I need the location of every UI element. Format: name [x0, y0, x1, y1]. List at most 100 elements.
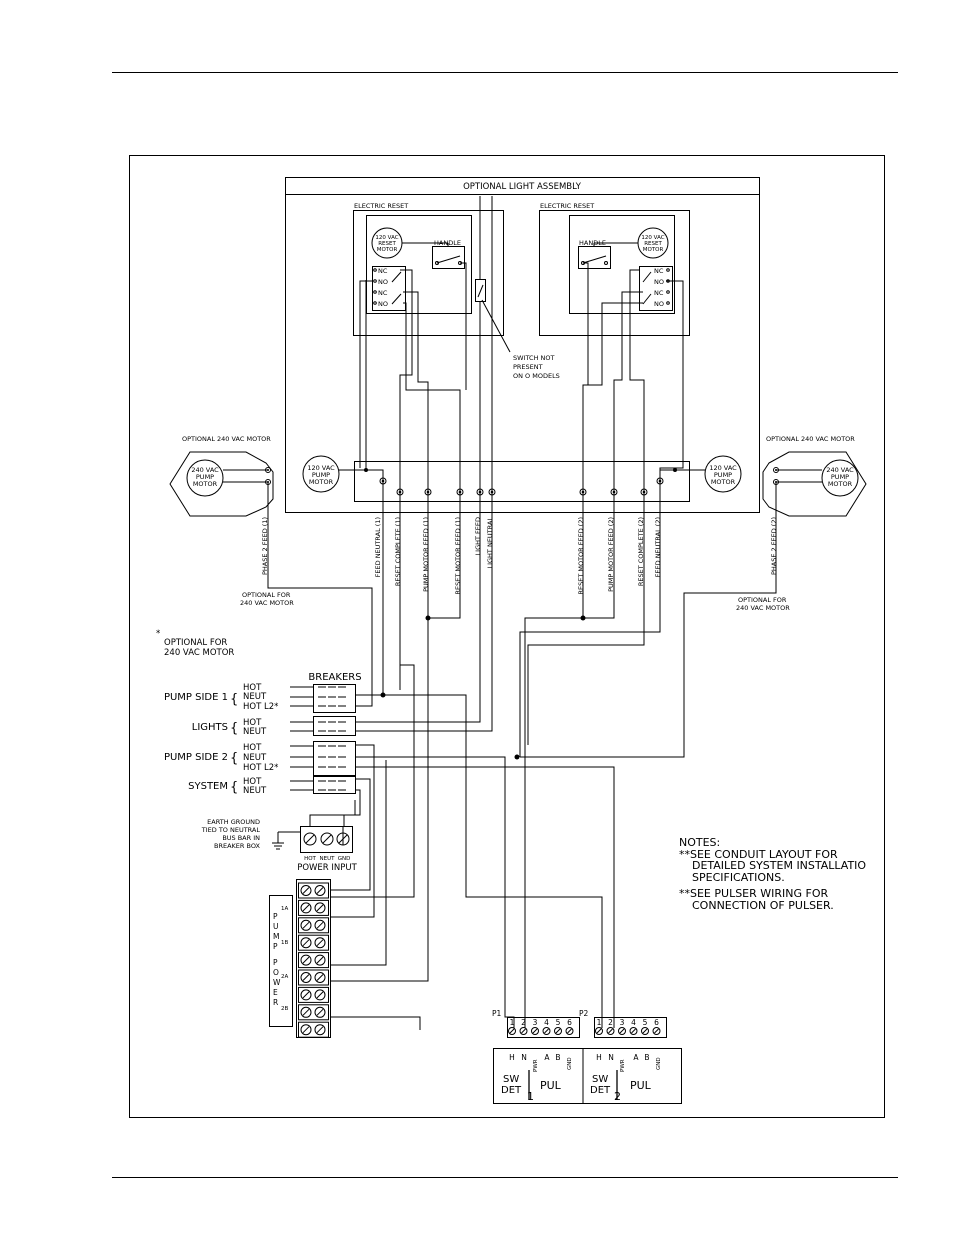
svg-text:PWR: PWR — [620, 1059, 626, 1072]
handle-switch-left — [432, 246, 465, 269]
group-lights: LIGHTS — [192, 722, 228, 733]
feed-label: LIGHT NEUTRAL — [486, 517, 494, 569]
svg-text:GND: GND — [338, 856, 351, 862]
svg-text:**SEE PULSER WIRING FOR: **SEE PULSER WIRING FOR — [679, 887, 829, 900]
svg-text:NC: NC — [378, 267, 388, 275]
svg-text:120 VAC: 120 VAC — [307, 464, 335, 472]
svg-text:{: { — [230, 751, 238, 766]
svg-text:H: H — [596, 1053, 602, 1062]
wiring-runs — [267, 481, 777, 1030]
feed-label: RESET COMPLETE (1) — [394, 517, 402, 586]
group-pump-side-1: PUMP SIDE 1 — [164, 692, 228, 703]
svg-text:HOT L2*: HOT L2* — [243, 763, 278, 773]
terminal-screw — [314, 902, 326, 914]
terminal-screw — [300, 919, 312, 931]
svg-text:N: N — [608, 1053, 614, 1062]
footer-rule — [112, 1177, 898, 1178]
feed-label: FEED NEUTRAL (1) — [374, 517, 382, 577]
feed-label: PUMP MOTOR FEED (1) — [422, 517, 430, 592]
optional-for-right-1: OPTIONAL FOR — [738, 596, 787, 604]
reset-box-left — [353, 210, 504, 336]
terminal-row — [298, 882, 329, 899]
svg-text:CONNECTION OF PULSER.: CONNECTION OF PULSER. — [692, 899, 834, 912]
svg-text:B: B — [555, 1053, 560, 1062]
svg-text:MOTOR: MOTOR — [193, 480, 218, 488]
pcb-pin-screw — [606, 1027, 615, 1035]
svg-text:HANDLE: HANDLE — [579, 239, 606, 247]
reset-left-title: ELECTRIC RESET — [354, 202, 408, 210]
optional-for-right-2: 240 VAC MOTOR — [736, 604, 790, 612]
pump-power-block: P U M P P O W E R 1A 1B 2A 2B — [269, 879, 331, 1038]
svg-text:PWR: PWR — [533, 1059, 539, 1072]
terminal-row — [298, 986, 329, 1003]
svg-text:P: P — [273, 942, 278, 951]
pcb-pin-screw — [542, 1027, 551, 1035]
svg-text:SPECIFICATIONS.: SPECIFICATIONS. — [692, 871, 785, 884]
pcb-pin-screw — [519, 1027, 528, 1035]
asterisk-star: * — [156, 629, 160, 639]
svg-text:PUMP: PUMP — [196, 473, 214, 481]
svg-text:R: R — [273, 998, 278, 1007]
optional-motor-left: OPTIONAL 240 VAC MOTOR 240 VAC PUMP MOTO… — [169, 435, 274, 517]
feed-label: RESET MOTOR FEED (1) — [454, 517, 462, 595]
switch-note-2: PRESENT — [513, 363, 543, 371]
pcb-pin-screw — [618, 1027, 626, 1035]
svg-text:1A: 1A — [281, 906, 288, 912]
svg-text:120 VAC: 120 VAC — [375, 235, 398, 241]
terminal-screw — [314, 1024, 326, 1036]
svg-text:2: 2 — [614, 1090, 621, 1103]
svg-text:PUMP: PUMP — [714, 471, 732, 479]
terminal-row — [298, 969, 329, 986]
svg-text:MOTOR: MOTOR — [828, 480, 853, 488]
relay-right — [639, 266, 673, 311]
svg-text:NEUT: NEUT — [243, 727, 267, 737]
svg-text:NC: NC — [654, 289, 664, 297]
svg-text:SW: SW — [592, 1074, 608, 1085]
svg-text:NC: NC — [378, 289, 388, 297]
svg-text:{: { — [230, 692, 238, 707]
power-input-title: POWER INPUT — [297, 863, 357, 873]
terminal-screw — [300, 989, 312, 1001]
terminal-screw — [300, 937, 312, 949]
pcb-pin-number: 4 — [631, 1018, 636, 1027]
svg-text:O: O — [273, 968, 279, 977]
svg-text:EARTH GROUND: EARTH GROUND — [207, 818, 260, 826]
svg-text:NO: NO — [378, 278, 388, 286]
connector-p2: P2 — [579, 1009, 589, 1018]
svg-text:DETAILED SYSTEM INSTALLATIO: DETAILED SYSTEM INSTALLATIO — [692, 859, 866, 872]
svg-text:MOTOR: MOTOR — [377, 247, 398, 253]
svg-text:P: P — [273, 958, 278, 967]
svg-text:SW: SW — [503, 1074, 519, 1085]
pcb-pin-number: 3 — [620, 1018, 625, 1027]
notes: NOTES: **SEE CONDUIT LAYOUT FOR DETAILED… — [679, 836, 866, 912]
pcb-pin-number: 5 — [643, 1018, 648, 1027]
svg-text:NO: NO — [654, 278, 664, 286]
terminal-row — [298, 934, 329, 951]
feed-labels: PHASE 2 FEED (1) FEED NEUTRAL (1) RESET … — [261, 517, 778, 595]
svg-text:HOT: HOT — [243, 743, 262, 753]
svg-text:NEUT: NEUT — [243, 692, 267, 702]
svg-text:P: P — [273, 912, 278, 921]
terminal-screw — [314, 885, 326, 896]
svg-text:DET: DET — [501, 1085, 522, 1096]
handle-switch-right — [578, 246, 611, 269]
pcb-pin-number: 6 — [567, 1018, 572, 1027]
terminal-screw — [300, 885, 312, 896]
breakers-title: BREAKERS — [308, 672, 361, 683]
svg-text:120 VAC: 120 VAC — [641, 235, 664, 241]
connector-p1: P1 — [492, 1009, 502, 1018]
svg-text:U: U — [273, 922, 279, 931]
svg-text:OPTIONAL 240 VAC MOTOR: OPTIONAL 240 VAC MOTOR — [766, 435, 855, 443]
terminal-screw — [300, 972, 312, 983]
assembly-terminal-strip — [354, 461, 690, 502]
header-rule — [112, 72, 898, 73]
svg-text:PUL: PUL — [540, 1079, 562, 1092]
feed-label: RESET MOTOR FEED (2) — [577, 517, 585, 595]
pcb-pin-screw — [508, 1027, 516, 1035]
svg-text:MOTOR: MOTOR — [711, 478, 736, 486]
svg-text:**SEE CONDUIT LAYOUT FOR: **SEE CONDUIT LAYOUT FOR — [679, 848, 838, 861]
svg-text:RESET: RESET — [644, 241, 662, 247]
svg-text:1B: 1B — [281, 940, 288, 946]
terminal-row — [298, 1021, 329, 1038]
